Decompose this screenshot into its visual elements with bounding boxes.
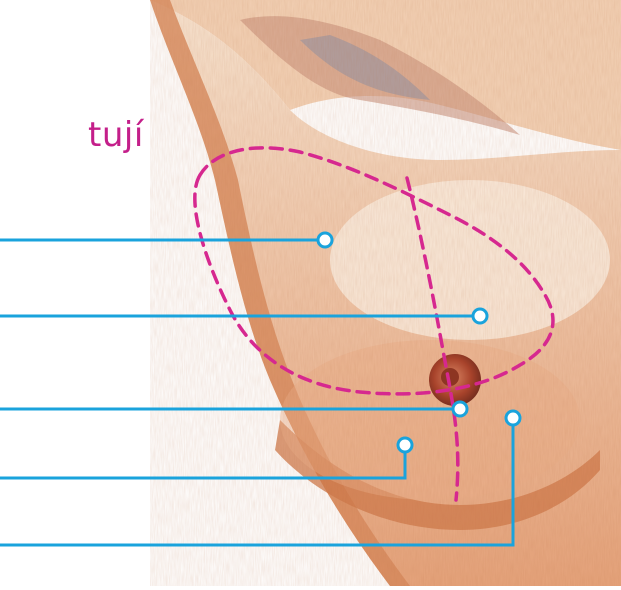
- leader-marker-3: [453, 402, 467, 416]
- leader-marker-5: [506, 411, 520, 425]
- title-fragment: tují: [88, 118, 144, 152]
- leader-marker-2: [473, 309, 487, 323]
- leader-marker-1: [318, 233, 332, 247]
- leader-marker-4: [398, 438, 412, 452]
